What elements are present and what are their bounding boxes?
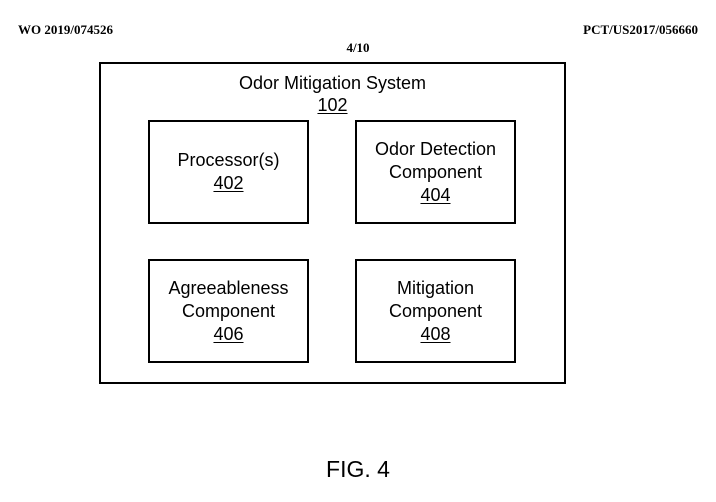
system-ref: 102 <box>317 95 348 115</box>
figure-label: FIG. 4 <box>326 456 390 482</box>
system-title: Odor Mitigation System <box>238 73 427 93</box>
processor-ref: 402 <box>213 173 244 193</box>
agreeableness-label-line-1: Agreeableness <box>168 277 289 298</box>
odor-detection-label-line-2: Component <box>388 161 483 182</box>
application-number: PCT/US2017/056660 <box>583 22 698 37</box>
system-title-block: Odor Mitigation System 102 <box>101 72 564 116</box>
mitigation-label-line-2: Component <box>388 300 483 321</box>
sheet-number: 4/10 <box>346 40 370 55</box>
mitigation-component-box: Mitigation Component 408 <box>355 259 516 363</box>
publication-number: WO 2019/074526 <box>18 22 113 37</box>
agreeableness-component-box: Agreeableness Component 406 <box>148 259 309 363</box>
odor-detection-component-box: Odor Detection Component 404 <box>355 120 516 224</box>
odor-detection-label-line-1: Odor Detection <box>374 138 497 159</box>
agreeableness-label-line-2: Component <box>181 300 276 321</box>
mitigation-label-line-1: Mitigation <box>396 277 475 298</box>
mitigation-ref: 408 <box>420 323 451 344</box>
processor-box: Processor(s) 402 <box>148 120 309 224</box>
odor-detection-ref: 404 <box>420 184 451 205</box>
processor-label: Processor(s) <box>177 150 280 170</box>
agreeableness-ref: 406 <box>213 323 244 344</box>
